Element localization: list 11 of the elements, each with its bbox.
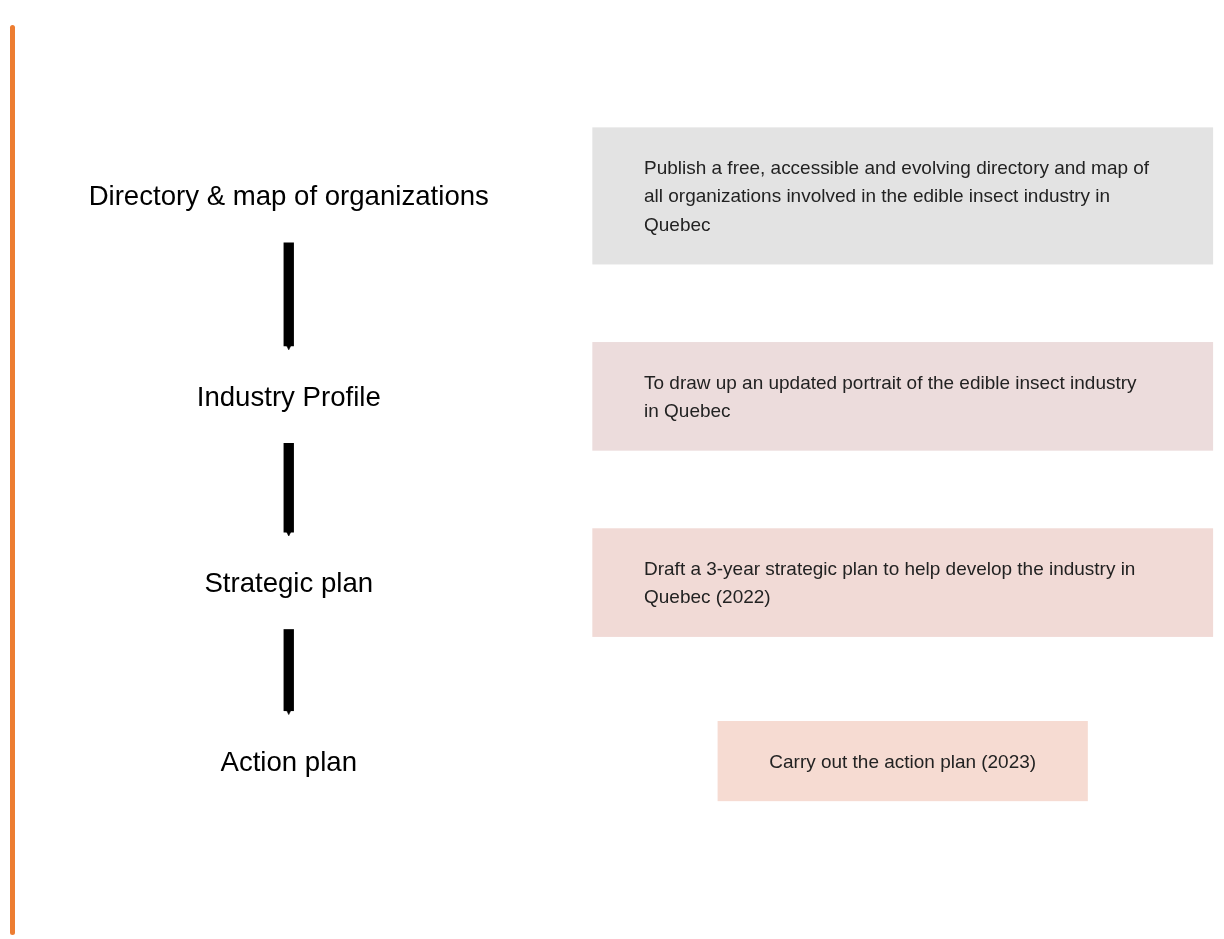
description-box: To draw up an updated portrait of the edible insect industry in Quebec <box>592 342 1214 451</box>
stage-label: Strategic plan <box>204 567 374 599</box>
stage-label: Directory & map of organizations <box>88 180 489 212</box>
description-box: Publish a free, accessible and evolving directory and map of all organizations involved in the edible insect industry in Quebec <box>592 127 1214 265</box>
description-box: Draft a 3-year strategic plan to help develop the industry in Quebec (2022) <box>592 528 1214 637</box>
arrow <box>283 242 294 351</box>
stage-label: Industry Profile <box>196 380 381 412</box>
stage-label: Action plan <box>220 745 357 777</box>
arrow <box>283 629 294 715</box>
arrow <box>283 442 294 537</box>
description-box: Carry out the action plan (2023) <box>717 721 1088 802</box>
